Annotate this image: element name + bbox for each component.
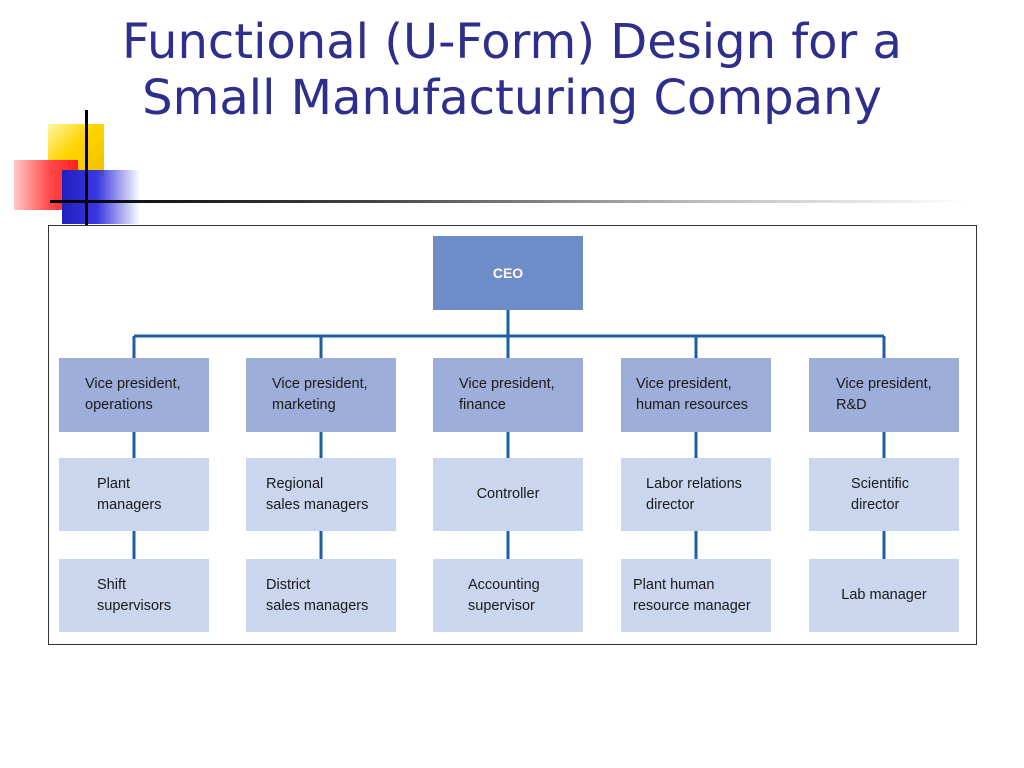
vp-operations-box: Vice president, operations — [59, 358, 215, 438]
vp-rnd-line-2: R&D — [836, 397, 867, 413]
lab-manager-box: Lab manager — [809, 559, 965, 638]
lab-manager-label: Lab manager — [841, 587, 927, 603]
scientific-director-box: Scientific director — [809, 458, 965, 537]
vp-marketing-line-2: marketing — [272, 397, 336, 413]
scientific-director-line-1: Scientific — [851, 475, 910, 492]
plant-managers-line-2: managers — [97, 496, 162, 513]
org-chart-frame: CEO Vice president, operations Plant man… — [48, 225, 977, 645]
labor-relations-director-line-2: director — [646, 496, 695, 513]
shift-supervisors-box: Shift supervisors — [59, 559, 215, 638]
slide-title: Functional (U-Form) Design for a Small M… — [60, 14, 964, 126]
org-chart-connectors — [132, 310, 886, 559]
labor-relations-director-box: Labor relations director — [621, 458, 777, 537]
scientific-director-line-2: director — [851, 496, 900, 513]
decorative-horizontal-rule — [50, 200, 970, 203]
district-sales-managers-line-1: District — [266, 576, 311, 593]
vp-human-resources-box: Vice president, human resources — [621, 358, 777, 438]
vp-rnd-box: Vice president, R&D — [809, 358, 965, 438]
plant-managers-box: Plant managers — [59, 458, 215, 537]
regional-sales-managers-box: Regional sales managers — [246, 458, 402, 537]
accounting-supervisor-line-2: supervisor — [468, 597, 535, 614]
slide-title-line-1: Functional (U-Form) Design for a — [122, 14, 902, 70]
plant-human-resource-manager-line-2: resource manager — [633, 597, 751, 614]
accounting-supervisor-line-1: Accounting — [468, 576, 540, 593]
vp-marketing-box: Vice president, marketing — [246, 358, 402, 438]
ceo-box: CEO — [433, 236, 589, 316]
vp-marketing-line-1: Vice president, — [272, 376, 368, 392]
regional-sales-managers-line-2: sales managers — [266, 496, 369, 513]
vp-rnd-line-1: Vice president, — [836, 376, 932, 392]
shift-supervisors-line-1: Shift — [97, 576, 127, 593]
vp-human-resources-line-1: Vice president, — [636, 376, 732, 392]
regional-sales-managers-line-1: Regional — [266, 475, 324, 492]
vp-finance-line-2: finance — [459, 397, 506, 413]
ceo-label: CEO — [492, 264, 524, 281]
vp-operations-line-2: operations — [85, 397, 153, 413]
plant-human-resource-manager-box: Plant human resource manager — [621, 559, 777, 638]
controller-label: Controller — [476, 486, 540, 502]
shift-supervisors-line-2: supervisors — [97, 597, 172, 614]
vp-human-resources-line-2: human resources — [636, 397, 749, 413]
controller-box: Controller — [433, 458, 589, 537]
district-sales-managers-line-2: sales managers — [266, 597, 369, 614]
district-sales-managers-box: District sales managers — [246, 559, 402, 638]
vp-finance-line-1: Vice president, — [459, 376, 555, 392]
slide-title-line-2: Small Manufacturing Company — [142, 70, 882, 126]
vp-finance-box: Vice president, finance — [433, 358, 589, 438]
decorative-blue-square — [62, 170, 140, 224]
plant-human-resource-manager-line-1: Plant human — [633, 576, 715, 593]
vp-operations-line-1: Vice president, — [85, 376, 181, 392]
decorative-vertical-line — [85, 110, 88, 225]
plant-managers-line-1: Plant — [97, 475, 131, 492]
accounting-supervisor-box: Accounting supervisor — [433, 559, 589, 638]
labor-relations-director-line-1: Labor relations — [646, 475, 742, 492]
